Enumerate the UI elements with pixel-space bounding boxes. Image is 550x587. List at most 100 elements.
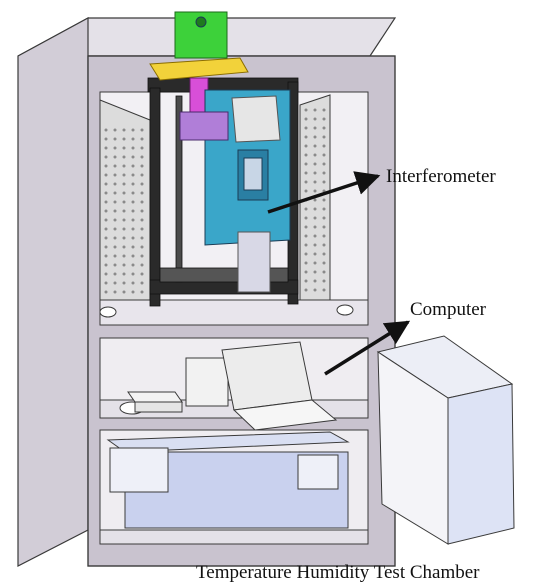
perforation-dot — [122, 164, 126, 168]
perforation-dot — [131, 146, 135, 150]
perforation-dot — [122, 272, 126, 276]
perforation-dot — [104, 137, 108, 141]
perforation-dot — [113, 290, 117, 294]
perforation-dot — [104, 245, 108, 249]
perforation-dot — [113, 155, 117, 159]
computer-arrow — [324, 320, 411, 376]
perforation-dot — [304, 288, 308, 292]
perforation-dot — [131, 290, 135, 294]
perforation-dot — [140, 182, 144, 186]
perforation-dot — [313, 108, 317, 112]
perforation-dot — [304, 162, 308, 166]
perforation-dot — [304, 225, 308, 229]
perforation-dot — [104, 281, 108, 285]
perforation-dot — [113, 236, 117, 240]
perforation-dot — [140, 254, 144, 258]
perforation-dot — [322, 225, 326, 229]
perforation-dot — [304, 234, 308, 238]
perforation-dot — [304, 126, 308, 130]
perforation-dot — [140, 155, 144, 159]
perforation-dot — [104, 173, 108, 177]
perforation-dot — [304, 117, 308, 121]
controller-box — [185, 357, 229, 407]
perforation-dot — [322, 216, 326, 220]
perforation-dot — [131, 173, 135, 177]
perforation-dot — [113, 209, 117, 213]
reference-module — [231, 95, 281, 143]
perforation-dot — [140, 236, 144, 240]
perforation-dot — [104, 164, 108, 168]
perforation-dot — [322, 207, 326, 211]
perforation-dot — [322, 279, 326, 283]
small-box-front — [134, 401, 183, 413]
perforation-dot — [113, 191, 117, 195]
perforation-dot — [131, 137, 135, 141]
perforation-dot — [322, 243, 326, 247]
perforation-dot — [304, 207, 308, 211]
perforation-dot — [313, 261, 317, 265]
perforation-dot — [322, 261, 326, 265]
perforation-dot — [313, 144, 317, 148]
perforation-dot — [140, 164, 144, 168]
perforation-dot — [304, 261, 308, 265]
interferometer-lens-stack — [243, 157, 263, 191]
middle-compartment — [99, 337, 369, 431]
perforation-dot — [113, 281, 117, 285]
perforation-dot — [104, 155, 108, 159]
frame-left-post — [149, 87, 161, 307]
perforation-dot — [313, 153, 317, 157]
perforation-dot — [322, 171, 326, 175]
perforation-dot — [322, 180, 326, 184]
perforation-dot — [313, 117, 317, 121]
perforation-dot — [113, 137, 117, 141]
perforation-dot — [122, 254, 126, 258]
perforation-dot — [122, 155, 126, 159]
perforation-dot — [304, 108, 308, 112]
perforation-dot — [122, 182, 126, 186]
perforation-dot — [304, 216, 308, 220]
laptop-base — [232, 399, 338, 431]
label-chamber: Temperature Humidity Test Chamber — [196, 562, 480, 583]
perforation-dot — [131, 200, 135, 204]
perforation-dot — [113, 272, 117, 276]
perforation-dot — [140, 209, 144, 213]
perforation-dot — [322, 144, 326, 148]
perforation-dot — [131, 209, 135, 213]
perforation-dot — [140, 137, 144, 141]
perforation-dot — [104, 272, 108, 276]
perforation-dot — [122, 290, 126, 294]
perforation-dot — [322, 135, 326, 139]
left-perforated-panel — [99, 99, 151, 319]
perforation-dot — [304, 135, 308, 139]
perforation-dot — [131, 281, 135, 285]
perforation-dot — [313, 288, 317, 292]
perforation-dot — [313, 243, 317, 247]
optic-holder — [179, 111, 229, 141]
perforation-dot — [304, 270, 308, 274]
perforation-dot — [140, 146, 144, 150]
perforation-dot — [104, 146, 108, 150]
perforation-dot — [313, 171, 317, 175]
perforation-dot — [322, 252, 326, 256]
perforation-dot — [113, 164, 117, 168]
perforation-dot — [131, 182, 135, 186]
perforation-dot — [140, 191, 144, 195]
perforation-dot — [131, 263, 135, 267]
perforation-dot — [313, 162, 317, 166]
perforation-dot — [140, 290, 144, 294]
cabinet-front-rim — [87, 55, 396, 567]
perforation-dot — [131, 155, 135, 159]
perforation-dot — [313, 225, 317, 229]
perforation-dot — [313, 180, 317, 184]
perforation-dot — [113, 182, 117, 186]
perforation-dot — [122, 137, 126, 141]
bottom-compartment — [99, 429, 369, 545]
perforation-dot — [304, 153, 308, 157]
perforation-dot — [122, 236, 126, 240]
perforation-dot — [104, 191, 108, 195]
perforation-dot — [322, 126, 326, 130]
perforation-dot — [304, 189, 308, 193]
perforation-dot — [113, 245, 117, 249]
perforation-dot — [113, 263, 117, 267]
label-interferometer: Interferometer — [386, 166, 496, 187]
